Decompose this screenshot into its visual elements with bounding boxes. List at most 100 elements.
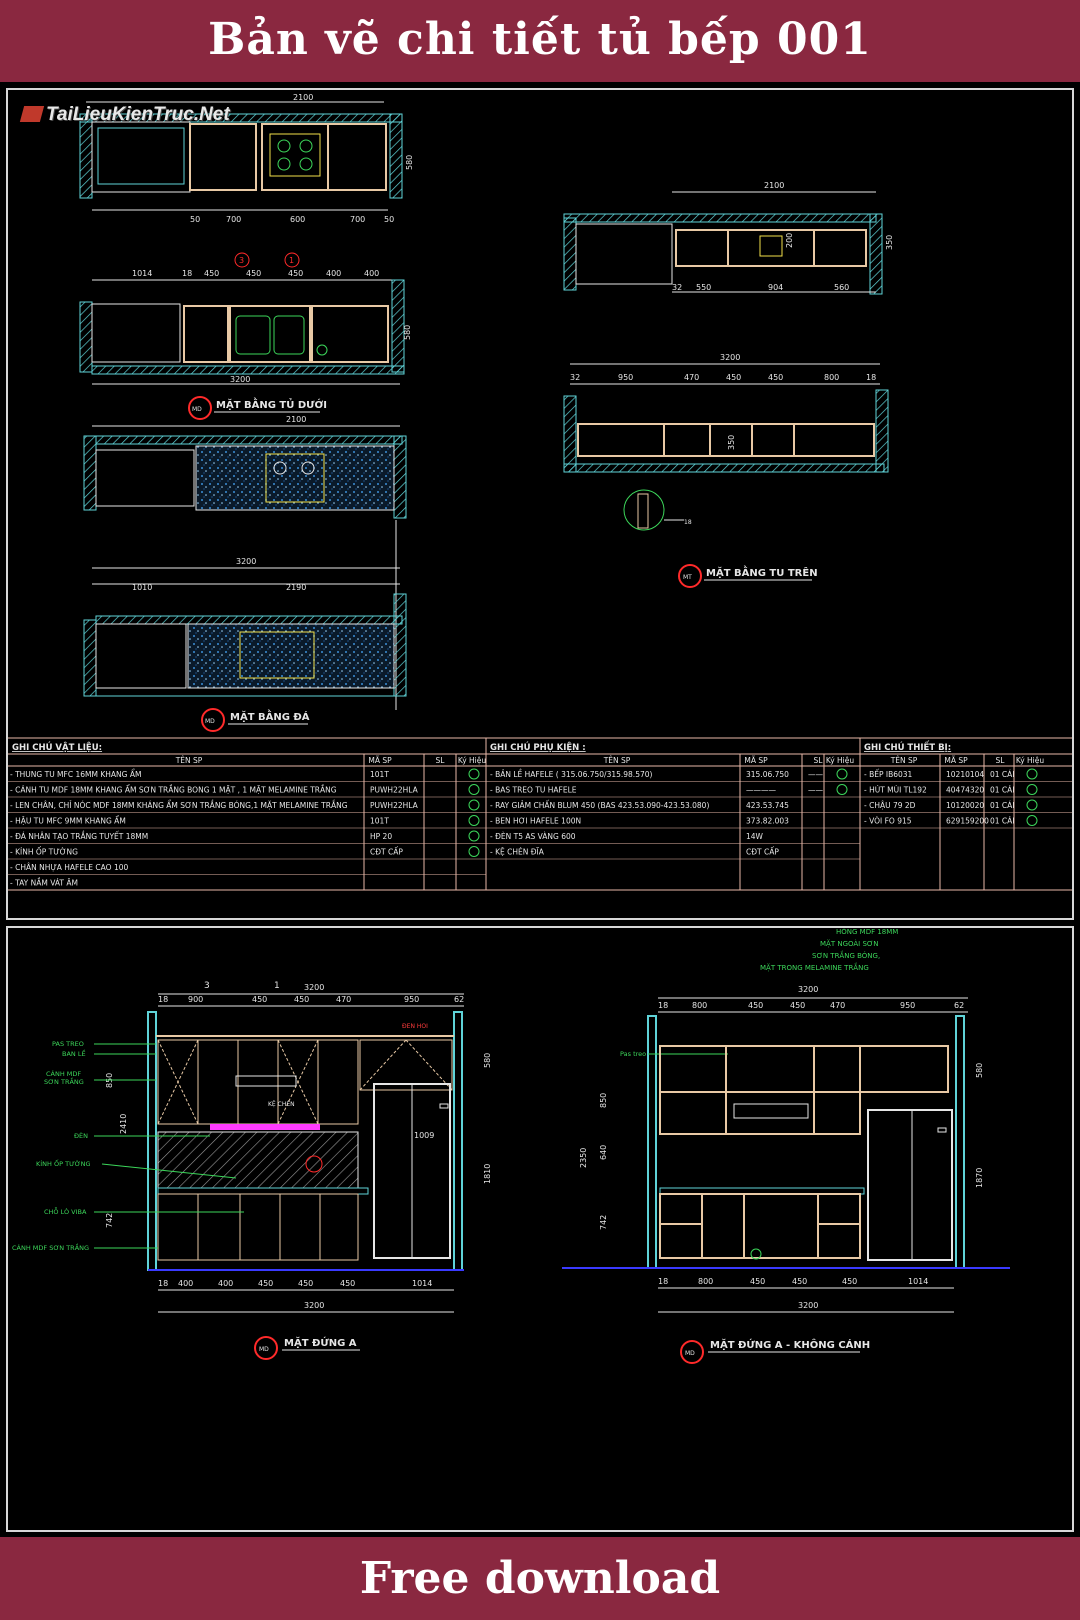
svg-text:MẶT BẰNG TỦ DƯỚI: MẶT BẰNG TỦ DƯỚI bbox=[216, 396, 327, 411]
watermark-text: TaiLieuKienTruc.Net bbox=[46, 104, 230, 125]
svg-text:742: 742 bbox=[105, 1213, 114, 1228]
svg-text:900: 900 bbox=[188, 995, 203, 1004]
symbol-icon bbox=[468, 784, 480, 795]
svg-text:MẶT BẰNG TU TRÊN: MẶT BẰNG TU TRÊN bbox=[706, 564, 818, 579]
svg-text:950: 950 bbox=[404, 995, 419, 1004]
table-cell: - CÁNH TU MDF 18MM KHANG ẨM SƠN TRẮNG BO… bbox=[10, 785, 337, 795]
symbol-icon bbox=[1026, 784, 1038, 795]
table-cell: - KỆ CHÉN ĐĨA bbox=[490, 848, 545, 857]
table-cell: - HẬU TU MFC 9MM KHANG ẨM bbox=[10, 816, 126, 826]
svg-text:450: 450 bbox=[258, 1279, 273, 1288]
table-header: MÃ SP bbox=[368, 756, 392, 765]
svg-text:18: 18 bbox=[684, 519, 692, 526]
table-cell: - LEN CHÂN, CHỈ NÓC MDF 18MM KHÁNG ẨM SƠ… bbox=[10, 800, 348, 810]
symbol-icon bbox=[1026, 768, 1038, 780]
table-cell: - THUNG TU MFC 16MM KHANG ẨM bbox=[10, 769, 141, 779]
svg-text:MD: MD bbox=[259, 1346, 269, 1353]
svg-text:450: 450 bbox=[294, 995, 309, 1004]
symbol-icon bbox=[468, 815, 480, 826]
symbol-icon bbox=[836, 768, 848, 780]
svg-text:2100: 2100 bbox=[286, 415, 306, 424]
table-cell: 40474320 bbox=[946, 786, 984, 795]
svg-text:HÔNG MDF 18MM: HÔNG MDF 18MM bbox=[836, 928, 898, 936]
table-cell: PUWH22HLA bbox=[370, 786, 419, 795]
svg-text:200: 200 bbox=[785, 233, 794, 248]
svg-text:400: 400 bbox=[218, 1279, 233, 1288]
table-cell: 373.82.003 bbox=[746, 817, 789, 826]
svg-text:MD: MD bbox=[685, 1350, 695, 1357]
accessories-title: GHI CHÚ PHỤ KIỆN : bbox=[490, 741, 586, 753]
table-cell: - RAY GIẢM CHẤN BLUM 450 (BAS 423.53.090… bbox=[490, 800, 709, 810]
svg-text:62: 62 bbox=[454, 995, 464, 1004]
table-cell: 10210104 bbox=[946, 770, 984, 779]
svg-text:470: 470 bbox=[830, 1001, 845, 1010]
table-header: MÃ SP bbox=[744, 756, 768, 765]
svg-text:KỆ CHÉN: KỆ CHÉN bbox=[268, 1100, 295, 1108]
table-cell: 01 CÁI bbox=[990, 786, 1015, 795]
svg-text:400: 400 bbox=[178, 1279, 193, 1288]
table-header: SL bbox=[436, 756, 446, 765]
svg-text:800: 800 bbox=[824, 373, 839, 382]
svg-text:3200: 3200 bbox=[304, 983, 324, 992]
svg-text:MT: MT bbox=[683, 574, 692, 581]
svg-text:32: 32 bbox=[570, 373, 580, 382]
table-cell: 01 CÁI bbox=[990, 817, 1015, 826]
table-cell: HP 20 bbox=[370, 832, 392, 841]
svg-text:ĐÈN: ĐÈN bbox=[74, 1131, 88, 1140]
svg-text:BAN LỀ: BAN LỀ bbox=[62, 1048, 86, 1058]
section-markers: 3 1 bbox=[234, 252, 300, 268]
material-note: HÔNG MDF 18MM MẶT NGOÀI SƠN SƠN TRẮNG BÓ… bbox=[760, 928, 898, 972]
page-title-banner: Bản vẽ chi tiết tủ bếp 001 bbox=[0, 0, 1080, 82]
svg-text:CÁNH MDF SƠN TRẮNG: CÁNH MDF SƠN TRẮNG bbox=[12, 1242, 89, 1252]
svg-text:950: 950 bbox=[900, 1001, 915, 1010]
download-banner[interactable]: Free download bbox=[0, 1537, 1080, 1620]
download-cta[interactable]: Free download bbox=[359, 1553, 721, 1604]
table-cell: 423.53.745 bbox=[746, 801, 789, 810]
materials-title: GHI CHÚ VẬT LIỆU: bbox=[12, 741, 102, 753]
svg-text:450: 450 bbox=[748, 1001, 763, 1010]
table-header: SL bbox=[996, 756, 1006, 765]
table-cell: CĐT CẤP bbox=[370, 847, 403, 857]
svg-text:Pas treo: Pas treo bbox=[620, 1050, 646, 1058]
table-cell: - ĐÁ NHÂN TẠO TRẮNG TUYẾT 18MM bbox=[10, 831, 148, 841]
svg-text:450: 450 bbox=[792, 1277, 807, 1286]
svg-text:580: 580 bbox=[403, 325, 412, 340]
svg-text:450: 450 bbox=[340, 1279, 355, 1288]
svg-text:SƠN TRẮNG BÓNG,: SƠN TRẮNG BÓNG, bbox=[812, 950, 880, 960]
svg-text:3200: 3200 bbox=[720, 353, 740, 362]
svg-text:400: 400 bbox=[326, 269, 341, 278]
svg-text:580: 580 bbox=[483, 1053, 492, 1068]
upper-plan-caption: MT MẶT BẰNG TU TRÊN bbox=[678, 564, 818, 588]
svg-text:1: 1 bbox=[289, 256, 294, 265]
table-cell: 101T bbox=[370, 770, 389, 779]
svg-text:450: 450 bbox=[288, 269, 303, 278]
svg-text:1: 1 bbox=[274, 981, 280, 991]
svg-text:3200: 3200 bbox=[798, 1301, 818, 1310]
svg-text:580: 580 bbox=[975, 1063, 984, 1078]
table-cell: - BEN HƠI HAFELE 100N bbox=[490, 817, 581, 826]
table-header: TÊN SP bbox=[603, 756, 631, 765]
svg-text:18: 18 bbox=[158, 1279, 168, 1288]
stone-plan-top: 2100 bbox=[83, 415, 407, 710]
table-cell: - TAY NẮM VÁT ÂM bbox=[10, 878, 78, 888]
svg-text:350: 350 bbox=[885, 235, 894, 250]
svg-text:MẶT ĐỨNG A: MẶT ĐỨNG A bbox=[284, 1335, 357, 1349]
svg-text:400: 400 bbox=[364, 269, 379, 278]
table-cell: - BẢN LỀ HAFELE ( 315.06.750/315.98.570) bbox=[490, 769, 653, 779]
table-cell: - KÍNH ỐP TƯỜNG bbox=[10, 847, 78, 857]
svg-text:MD: MD bbox=[192, 406, 202, 413]
table-cell: - BẾP IB6031 bbox=[864, 769, 913, 779]
svg-text:3200: 3200 bbox=[236, 557, 256, 566]
table-cell: - BAS TREO TU HAFELE bbox=[490, 786, 577, 795]
table-cell: —— bbox=[808, 786, 824, 795]
table-cell: PUWH22HLA bbox=[370, 801, 419, 810]
svg-text:550: 550 bbox=[696, 283, 711, 292]
svg-text:3: 3 bbox=[239, 256, 244, 265]
table-cell: 01 CÁI bbox=[990, 770, 1015, 779]
symbol-icon bbox=[1026, 815, 1038, 826]
